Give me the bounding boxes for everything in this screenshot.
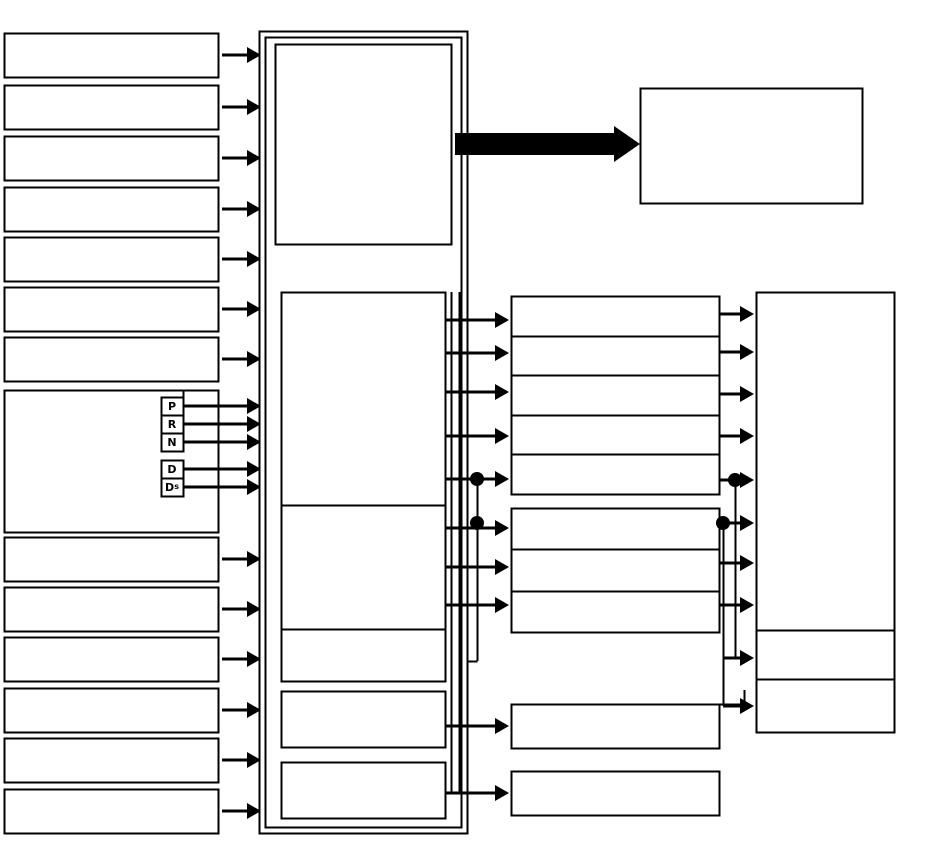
left-input-block-3: [3, 135, 220, 182]
left-arrow-4-head: [247, 201, 261, 217]
signal-tag-box-n: [160, 432, 185, 453]
center-to-middle-arrow-4-head: [495, 428, 509, 444]
center-to-middle-arrow-2-head: [495, 345, 509, 361]
left-arrow-10-head: [247, 601, 261, 617]
left-input-block-5: [3, 236, 220, 283]
dot-right-2-junction-dot: [716, 516, 730, 530]
middle-to-right-arrow-6-head: [740, 515, 754, 531]
left-arrow-2-head: [247, 99, 261, 115]
center-to-middle-arrow-5-head: [495, 471, 509, 487]
left-arrow-9-head: [247, 551, 261, 567]
middle-to-right-arrow-8-head: [740, 597, 754, 613]
signal-tag-box-r: [160, 414, 185, 435]
left-input-block-9: [3, 536, 220, 583]
left-arrow-5-head: [247, 251, 261, 267]
center-to-middle-arrow-10-head: [495, 785, 509, 801]
center-to-middle-arrow-1-head: [495, 312, 509, 328]
middle-to-right-arrow-4-head: [740, 428, 754, 444]
signal-tag-box-d: [160, 459, 185, 480]
signal-tag-box-ds: [160, 477, 185, 498]
left-input-block-8: [3, 389, 220, 534]
left-arrow-3-head: [247, 150, 261, 166]
middle-to-right-arrow-3-head: [740, 386, 754, 402]
center-to-middle-arrow-7-head: [495, 559, 509, 575]
middle-to-right-arrow-9-head: [740, 650, 754, 666]
signal-tag-arrow-r-head: [247, 416, 261, 432]
middle-to-right-arrow-1-head: [740, 306, 754, 322]
center-to-middle-arrow-9-head: [495, 718, 509, 734]
left-arrow-13-head: [247, 752, 261, 768]
middle-block-mid-block-3: [510, 703, 721, 750]
left-input-block-10: [3, 586, 220, 633]
right-output-stack: [755, 291, 896, 734]
left-input-block-7: [3, 336, 220, 383]
center-to-middle-arrow-8-head: [495, 597, 509, 613]
dot-mid-2-junction-dot: [470, 516, 484, 530]
top-right-output-block: [639, 87, 864, 205]
center-section-center-middle: [280, 291, 447, 683]
center-to-middle-arrow-6-head: [495, 520, 509, 536]
dot-mid-1-junction-dot: [470, 472, 484, 486]
middle-to-right-arrow-5-head: [740, 472, 754, 488]
signal-tag-box-p: [160, 396, 185, 417]
center-to-middle-arrow-3-head: [495, 384, 509, 400]
center-section-center-lower: [280, 690, 447, 749]
signal-tag-arrow-n-head: [247, 434, 261, 450]
left-input-block-2: [3, 84, 220, 131]
center-section-center-top: [274, 43, 453, 246]
left-input-block-12: [3, 687, 220, 734]
left-input-block-6: [3, 286, 220, 333]
center-section-center-bottom: [280, 761, 447, 820]
left-input-block-11: [3, 636, 220, 683]
main-output-thick-arrow: [455, 126, 640, 162]
left-arrow-6-head: [247, 301, 261, 317]
middle-block-mid-group-1: [510, 295, 721, 496]
dot-right-1-junction-dot: [728, 473, 742, 487]
left-input-block-4: [3, 186, 220, 233]
signal-tag-arrow-ds-head: [247, 479, 261, 495]
left-arrow-1-head: [247, 47, 261, 63]
signal-tag-arrow-d-head: [247, 461, 261, 477]
middle-to-right-arrow-7-head: [740, 555, 754, 571]
left-input-block-14: [3, 788, 220, 835]
left-arrow-14-head: [247, 803, 261, 819]
middle-to-right-arrow-10-head: [740, 698, 754, 714]
signal-tag-arrow-p-head: [247, 398, 261, 414]
left-arrow-11-head: [247, 651, 261, 667]
middle-block-mid-group-2: [510, 507, 721, 634]
left-arrow-7-head: [247, 351, 261, 367]
left-input-block-1: [3, 32, 220, 79]
left-input-block-13: [3, 737, 220, 784]
left-arrow-12-head: [247, 702, 261, 718]
middle-block-mid-block-4: [510, 770, 721, 817]
middle-to-right-arrow-2-head: [740, 344, 754, 360]
